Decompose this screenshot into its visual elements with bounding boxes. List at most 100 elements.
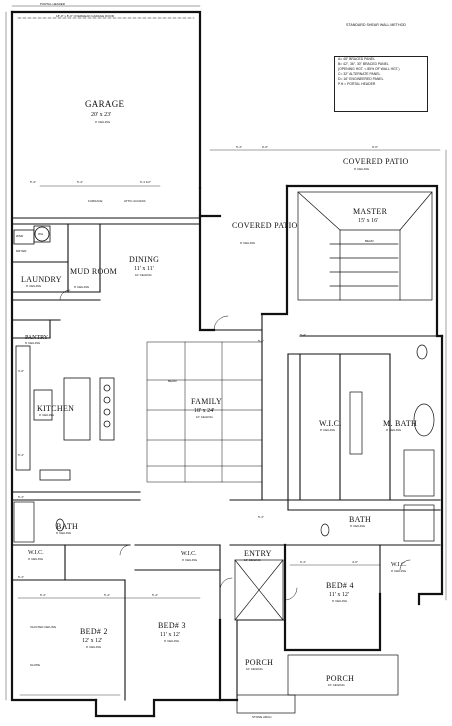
room-mbath-ceiling: 9' CEILING — [386, 428, 402, 432]
room-master-size: 15' x 16' — [358, 218, 379, 224]
dimension-label: 5'-4" — [30, 180, 36, 184]
room-family-size: 18' x 24' — [194, 408, 215, 414]
legend-item: D= 16" ENGINEERED PANEL — [338, 77, 384, 81]
room-porch-center-name: PORCH — [245, 658, 274, 667]
room-master-name: MASTER — [353, 207, 388, 216]
room-wic-master-ceiling: 9' CEILING — [320, 428, 336, 432]
room-pantry-name: PANTRY — [25, 335, 49, 341]
room-wic-center-name: W.I.C. — [181, 551, 197, 557]
laundry-appliances — [13, 225, 51, 245]
dimension-label: 4'-0" — [352, 560, 358, 564]
dimension-label: 5'-4" — [104, 593, 110, 597]
legend-item: C= 32" ALTERNATE PANEL — [338, 72, 381, 76]
legend-item: (OPENING HGT. < 85% OF WALL HGT.) — [338, 67, 400, 71]
room-family-name: FAMILY — [191, 397, 223, 406]
room-mud-room-name: MUD ROOM — [70, 267, 118, 276]
vaulted-ceiling-note: VAULTED CEILING — [30, 625, 57, 629]
dimension-label: 9'-0" — [372, 145, 378, 149]
room-wic-left-ceiling: 9' CEILING — [28, 557, 44, 561]
room-entry-ceiling: 10' CEILING — [244, 558, 261, 562]
dimension-label: 5'-4" — [77, 180, 83, 184]
room-entry-name: ENTRY — [244, 549, 272, 558]
master-tray — [297, 191, 433, 301]
room-wic-right-name: W.I.C. — [391, 562, 407, 568]
dimension-label: 5'-4" — [18, 495, 24, 499]
room-porch-right-ceiling: 10' CEILING — [328, 683, 345, 687]
dimension-lines — [5, 5, 447, 701]
dimension-label: 5'-4" — [300, 333, 306, 337]
entry-cross — [234, 559, 284, 621]
dimension-label: 5'-4" — [152, 593, 158, 597]
room-dining-size: 11' x 11' — [134, 266, 154, 272]
room-pantry-ceiling: 9' CEILING — [25, 341, 41, 345]
dimension-label: 6'-4" — [300, 560, 306, 564]
legend-item: P.H.= PORTAL HEADER — [338, 82, 376, 86]
door-swings — [59, 289, 411, 601]
legend-item: A= 48" BRACED PANEL — [338, 57, 376, 61]
room-kitchen-name: KITCHEN — [37, 404, 75, 413]
porch-outlines — [236, 654, 399, 714]
stone-arch-note: STONE ARCH — [252, 715, 272, 719]
room-bath-right-ceiling: 9' CEILING — [350, 524, 366, 528]
dimension-label: 5'-4" — [18, 575, 24, 579]
room-laundry-name: LAUNDRY — [21, 275, 62, 284]
slope-note: SLOPE — [30, 663, 41, 667]
room-mud-room-ceiling: 9' CEILING — [74, 285, 90, 289]
room-bath-right-name: BATH — [349, 515, 372, 524]
room-garage-size: 20' x 23' — [91, 112, 112, 118]
dimension-label: 3'-0" — [18, 369, 24, 373]
sheet-title: STANDARD SHEAR WALL METHOD — [346, 23, 406, 27]
room-dining-name: DINING — [129, 255, 160, 264]
washer-label: WSR — [16, 234, 23, 238]
room-bed3-name: BED# 3 — [158, 621, 186, 630]
bath-fixtures — [13, 344, 435, 543]
room-garage-ceiling: 9' CEILING — [95, 120, 111, 124]
interior-walls — [11, 217, 441, 701]
room-bed2-name: BED# 2 — [80, 627, 108, 636]
master-beam-note: BEAM — [365, 239, 374, 243]
beam-note: BEAM — [168, 379, 177, 383]
room-kitchen-ceiling: 9' CEILING — [39, 413, 55, 417]
furnace-note: FURNACE — [88, 199, 103, 203]
family-beams — [146, 341, 263, 483]
dimension-label: 5'-4" — [258, 515, 264, 519]
kitchen-counters — [15, 345, 115, 481]
room-covered-patio-side-ceiling: 9' CEILING — [240, 241, 256, 245]
room-bed3-ceiling: 9' CEILING — [164, 639, 180, 643]
dryer-label: DRYER — [16, 249, 27, 253]
exterior-walls — [10, 10, 444, 718]
room-wic-master-name: W.I.C. — [319, 419, 342, 428]
room-covered-patio-top-name: COVERED PATIO — [343, 157, 409, 166]
room-porch-right-name: PORCH — [326, 674, 355, 683]
room-mbath-name: M. BATH — [383, 419, 418, 428]
room-bed3-size: 11' x 12' — [160, 632, 180, 638]
dimension-label: 6'-4 1/2" — [140, 180, 151, 184]
garage-door-note: 18'-0" x 8'-0" OVERHEAD GARAGE DOOR — [56, 14, 114, 18]
room-family-ceiling: 10' CEILING — [196, 415, 213, 419]
room-bed2-size: 12' x 12' — [82, 638, 103, 644]
room-bed4-name: BED# 4 — [326, 581, 354, 590]
portal-header-note: PORTAL HEADER — [40, 2, 65, 6]
room-porch-center-ceiling: 10' CEILING — [246, 667, 263, 671]
room-covered-patio-side-name: COVERED PATIO — [232, 221, 298, 230]
room-bed4-ceiling: 9' CEILING — [332, 599, 348, 603]
room-bed4-size: 11' x 12' — [329, 592, 349, 598]
room-bath-left-name: BATH — [56, 522, 79, 531]
room-wic-right-ceiling: 9' CEILING — [391, 569, 407, 573]
dimension-label: 6'-4" — [40, 593, 46, 597]
room-bed2-ceiling: 9' CEILING — [86, 645, 102, 649]
legend-item: B= 42", 36", 30" BRACED PANEL — [338, 62, 389, 66]
room-wic-center-ceiling: 9' CEILING — [182, 558, 198, 562]
room-dining-ceiling: 10' CEILING — [135, 273, 152, 277]
dimension-label: 9'-0" — [262, 145, 268, 149]
dimension-label: 5'-4" — [18, 453, 24, 457]
room-laundry-ceiling: 9' CEILING — [26, 284, 42, 288]
attic-access-note: ATTIC ACCESS — [124, 199, 146, 203]
dimension-label: 5'-4" — [258, 339, 264, 343]
water-heater-label: WH — [38, 232, 43, 236]
room-wic-left-name: W.I.C. — [28, 550, 44, 556]
shear-wall-legend: A= 48" BRACED PANEL B= 42", 36", 30" BRA… — [334, 56, 428, 112]
dimension-label: 5'-4" — [236, 145, 242, 149]
room-covered-patio-top-ceiling: 9' CEILING — [354, 167, 370, 171]
